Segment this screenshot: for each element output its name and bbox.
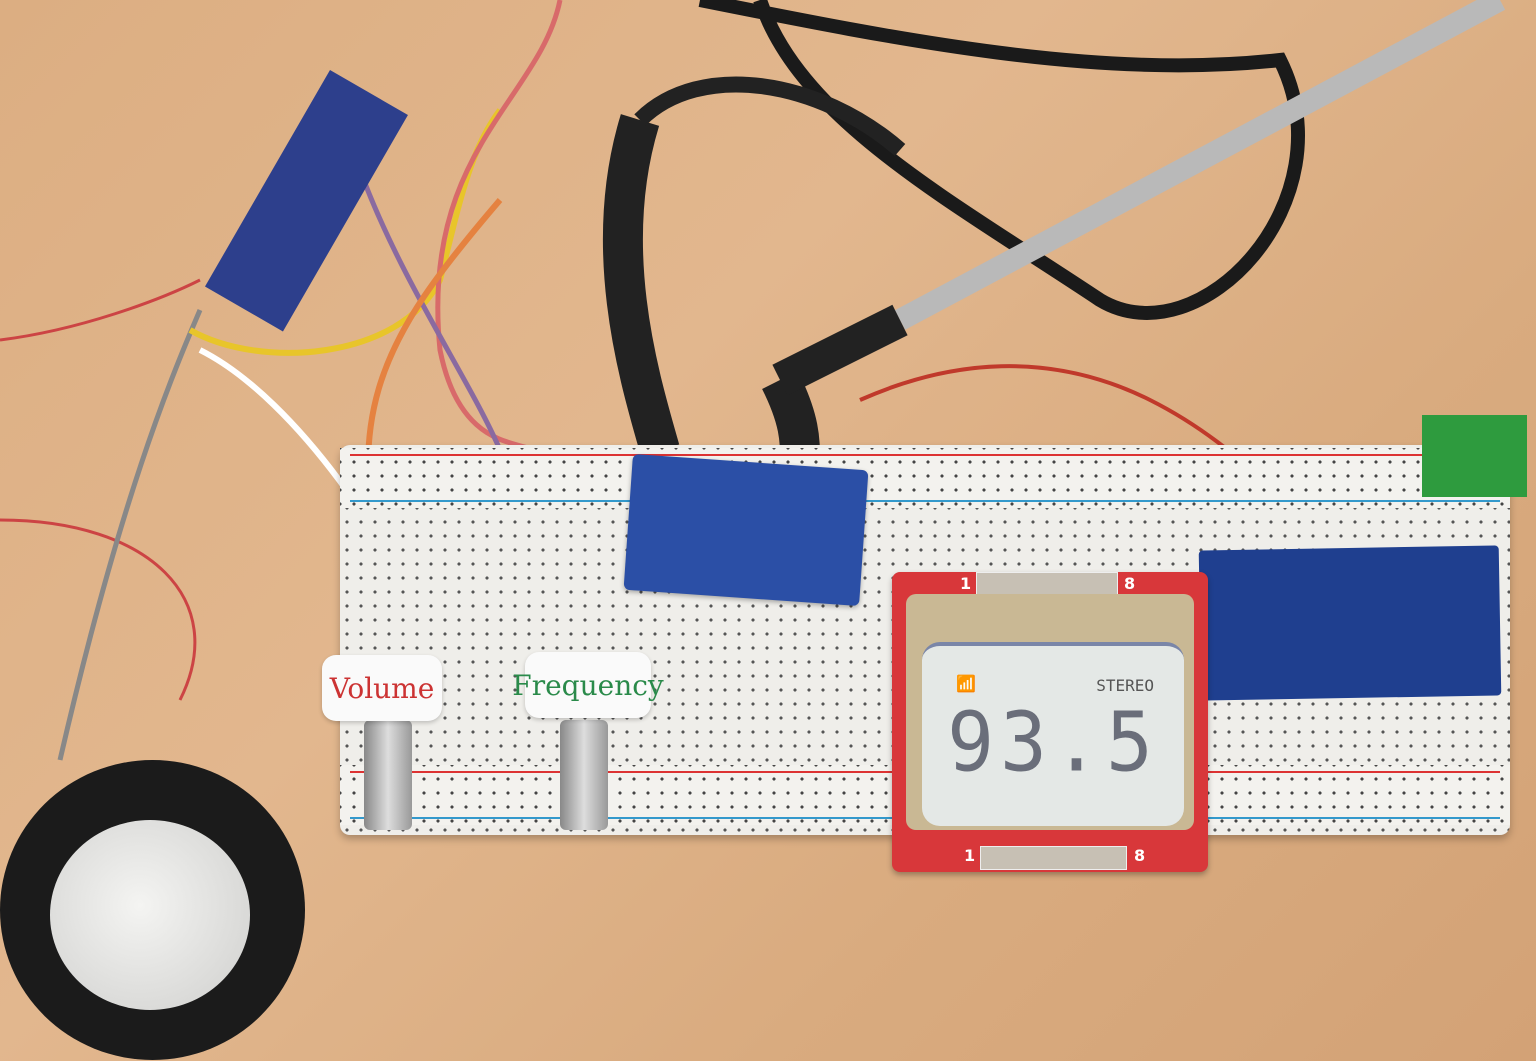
antenna — [894, 0, 1506, 330]
antenna-signal-icon: 📶 — [956, 674, 976, 693]
lcd-screen: 📶 STEREO 93.5 — [922, 642, 1184, 826]
top-power-rail — [340, 448, 1510, 508]
pin-label-bottom-1: 1 — [964, 846, 976, 865]
pin-header-top — [976, 572, 1118, 596]
speaker — [0, 760, 305, 1060]
frequency-display: 93.5 — [947, 695, 1159, 791]
lcd-frame: 📶 STEREO 93.5 — [906, 594, 1194, 830]
fm-radio-module — [623, 453, 869, 607]
pin-label-1: 1 — [960, 574, 972, 593]
nokia-lcd-module: 1 8 📶 STEREO 93.5 1 8 — [892, 572, 1208, 872]
volume-knob[interactable] — [364, 720, 412, 830]
pin-label-8: 8 — [1124, 574, 1136, 593]
volume-potentiometer-label: Volume — [322, 655, 442, 721]
frequency-potentiometer-label: Frequency — [512, 652, 664, 718]
stereo-indicator: STEREO — [1096, 676, 1154, 695]
arduino-nano — [1198, 545, 1502, 701]
pin-header-bottom — [980, 846, 1127, 870]
usb-power-board — [1422, 415, 1527, 497]
pin-label-bottom-8: 8 — [1134, 846, 1146, 865]
frequency-knob[interactable] — [560, 720, 608, 830]
speaker-cone — [50, 820, 250, 1010]
